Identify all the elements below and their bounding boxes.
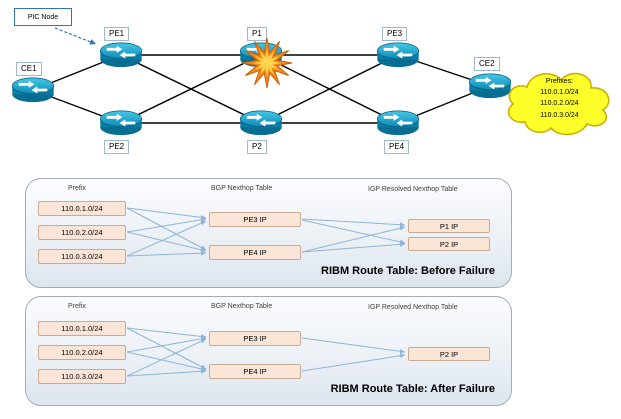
cloud-prefix-2: 110.0.2.0/24 — [540, 100, 579, 108]
igp-nexthop-box: P1 IP — [408, 219, 490, 233]
col-header-igp: IGP Resolved Nexthop Table — [368, 304, 458, 311]
mapping-arrows-before — [126, 207, 406, 257]
prefix-box: 110.0.2.0/24 — [38, 345, 126, 360]
router-icon-p2 — [238, 108, 284, 138]
ribm-table-before: Prefix BGP Nexthop Table IGP Resolved Ne… — [25, 178, 512, 288]
igp-nexthop-box: P2 IP — [408, 237, 490, 251]
bgp-nexthop-box: PE4 IP — [209, 364, 301, 379]
ribm-table-after: Prefix BGP Nexthop Table IGP Resolved Ne… — [25, 296, 512, 406]
pic-node-callout: PIC Node — [14, 8, 72, 26]
node-label-pe1: PE1 — [104, 27, 130, 41]
pic-node-arrow-icon — [54, 27, 97, 45]
prefix-box: 110.0.1.0/24 — [38, 201, 126, 216]
cloud-prefix-3: 110.0.3.0/24 — [540, 111, 579, 119]
igp-nexthop-box: P2 IP — [408, 347, 490, 361]
bgp-nexthop-box: PE4 IP — [209, 245, 301, 260]
bgp-nexthop-box: PE3 IP — [209, 212, 301, 227]
router-icon-pe2 — [98, 108, 144, 138]
col-header-igp: IGP Resolved Nexthop Table — [368, 186, 458, 193]
prefix-box: 110.0.3.0/24 — [38, 369, 126, 384]
prefix-box: 110.0.1.0/24 — [38, 321, 126, 336]
node-label-ce2: CE2 — [474, 57, 500, 71]
router-icon-pe3 — [375, 40, 421, 70]
col-header-prefix: Prefix — [68, 303, 86, 310]
prefix-box: 110.0.3.0/24 — [38, 249, 126, 264]
failure-burst-icon — [241, 37, 293, 89]
node-label-pe4: PE4 — [384, 140, 410, 154]
cloud-prefix-list: Prefixes: 110.0.1.0/24 110.0.2.0/24 110.… — [501, 76, 618, 121]
prefixes-cloud: Prefixes: 110.0.1.0/24 110.0.2.0/24 110.… — [501, 62, 618, 142]
router-icon-ce1 — [10, 75, 56, 105]
node-label-pe3: PE3 — [382, 27, 408, 41]
col-header-bgp: BGP Nexthop Table — [211, 303, 273, 310]
node-label-pe2: PE2 — [104, 140, 130, 154]
router-icon-ce2 — [467, 71, 513, 101]
router-icon-pe1 — [98, 40, 144, 70]
prefix-box: 110.0.2.0/24 — [38, 225, 126, 240]
table-caption-before: RIBM Route Table: Before Failure — [321, 265, 495, 277]
mapping-arrows-after — [126, 327, 406, 377]
bgp-nexthop-box: PE3 IP — [209, 331, 301, 346]
col-header-bgp: BGP Nexthop Table — [211, 185, 273, 192]
cloud-prefix-1: 110.0.1.0/24 — [540, 89, 579, 97]
node-label-ce1: CE1 — [16, 62, 42, 76]
table-caption-after: RIBM Route Table: After Failure — [330, 383, 495, 395]
router-icon-pe4 — [375, 108, 421, 138]
cloud-title: Prefixes: — [545, 78, 574, 85]
col-header-prefix: Prefix — [68, 185, 86, 192]
node-label-p2: P2 — [247, 140, 267, 154]
cloud-shape-icon — [507, 72, 610, 136]
node-label-p1: P1 — [247, 27, 267, 41]
